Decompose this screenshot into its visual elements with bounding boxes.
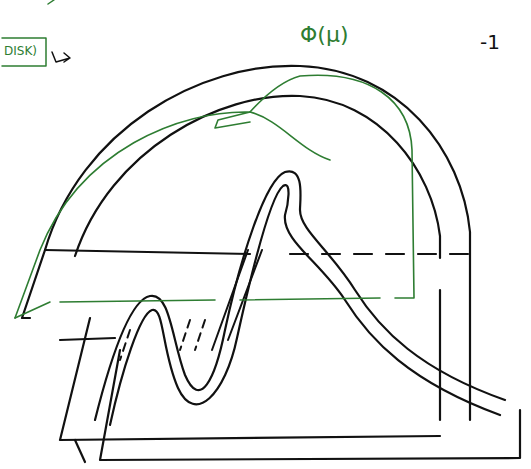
phi-mu-curve bbox=[15, 298, 380, 318]
arch-leg bbox=[439, 290, 441, 420]
plane-edge bbox=[22, 250, 45, 318]
lower-plane bbox=[100, 350, 520, 460]
phi-mu-curve bbox=[15, 112, 250, 318]
plane-edge bbox=[45, 250, 250, 254]
hidden-strand bbox=[120, 320, 205, 360]
pointer-arrow bbox=[52, 52, 70, 62]
lower-plane bbox=[60, 318, 440, 440]
box-edge bbox=[48, 0, 54, 4]
phi-mu-curve bbox=[250, 112, 330, 160]
disk-box bbox=[2, 38, 46, 66]
inner-arch bbox=[75, 96, 440, 258]
band-strand bbox=[110, 185, 500, 425]
phi-mu-curve bbox=[250, 75, 414, 298]
plane-corner bbox=[75, 440, 85, 462]
plane-edge-hidden bbox=[290, 253, 470, 255]
plane-edge bbox=[60, 338, 115, 340]
disk-label: DISK) bbox=[4, 45, 37, 57]
curve-label: Φ(μ) bbox=[300, 24, 348, 46]
framing-number: -1 bbox=[480, 32, 500, 52]
band-strand bbox=[95, 171, 505, 420]
